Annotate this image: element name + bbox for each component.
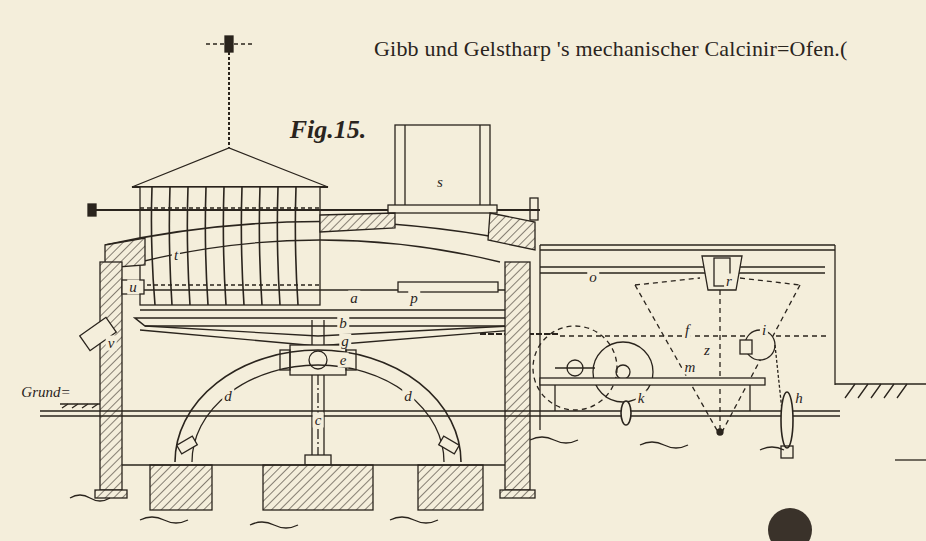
part-letter: r [724, 274, 734, 289]
part-letter: h [793, 391, 805, 406]
part-letter: c [313, 413, 324, 428]
part-letter: s [435, 175, 445, 190]
part-letter: k [636, 391, 647, 406]
part-letter: a [348, 291, 360, 306]
part-letter: v [106, 336, 117, 351]
part-letter: d [402, 389, 414, 404]
part-letter: o [587, 270, 599, 285]
part-letter: z [702, 343, 712, 358]
part-letter: g [339, 334, 351, 349]
part-letter: f [683, 323, 691, 338]
part-letter: t [172, 248, 180, 263]
part-letter: u [127, 280, 139, 295]
part-letter: b [337, 316, 349, 331]
part-letter: i [760, 323, 768, 338]
part-letter: p [408, 291, 420, 306]
figure-number: Fig.15. [288, 117, 369, 143]
drawing-title: Gibb und Gelstharp 's mechanischer Calci… [374, 38, 848, 60]
part-letter: Grund= [19, 385, 72, 400]
part-letter: d [222, 389, 234, 404]
part-letter: e [338, 353, 349, 368]
part-letter: m [683, 360, 698, 375]
